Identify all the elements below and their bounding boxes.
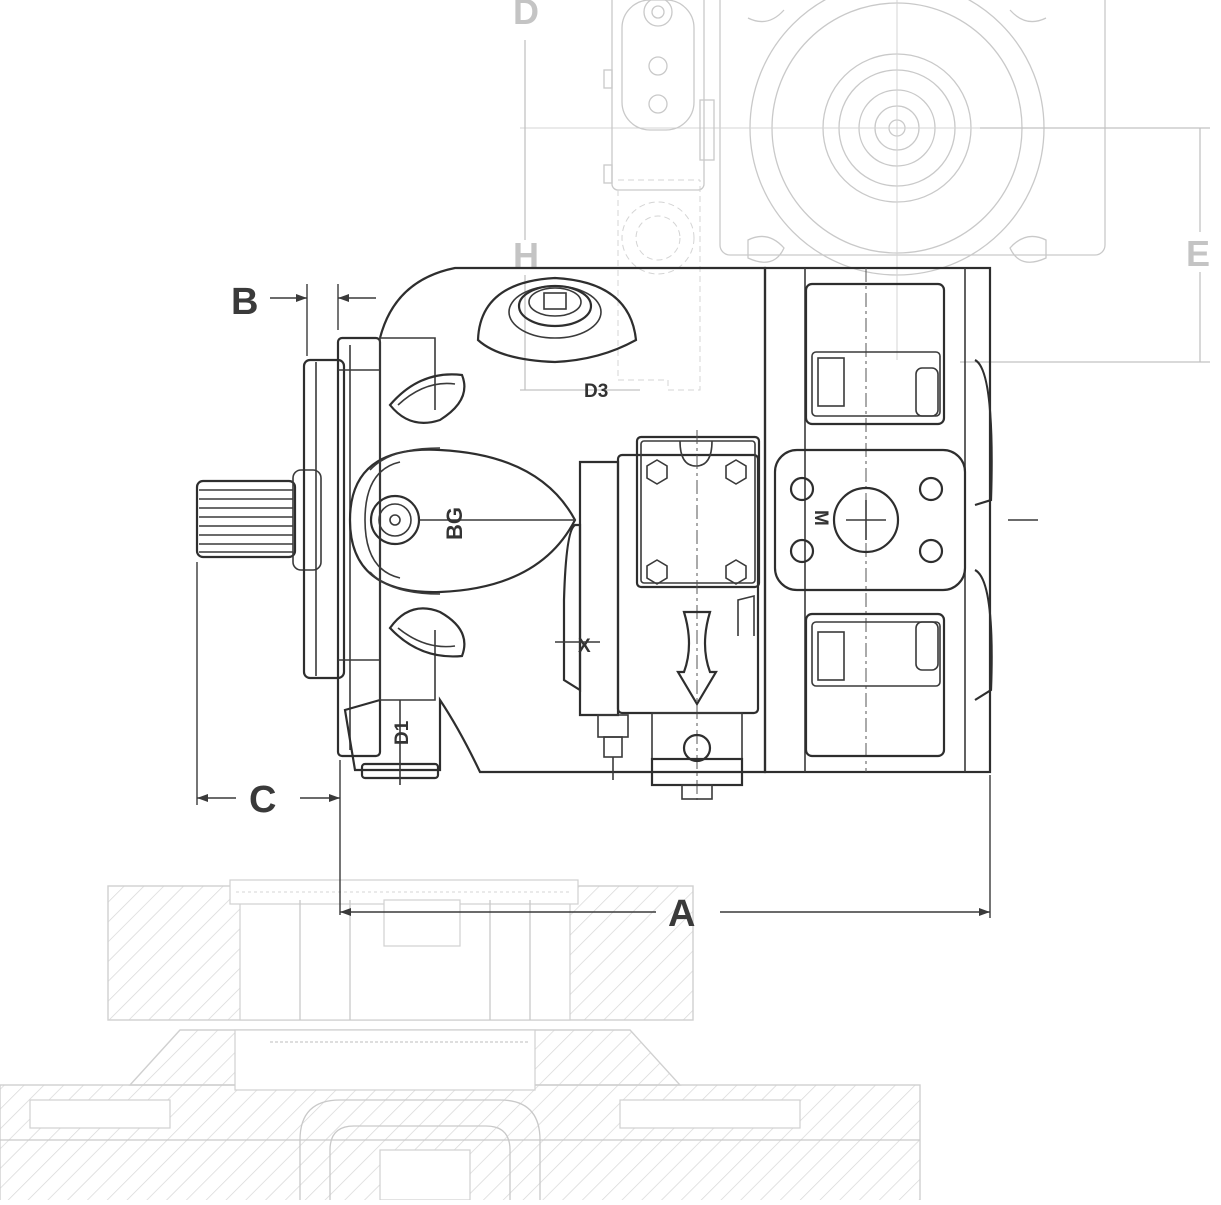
dimension-a: A [340,775,991,935]
dimension-label-c: C [249,779,276,821]
dimension-d-h-ghost: D H [513,0,640,391]
pump-side-view: BG D3 D1 X [195,266,1038,800]
pump-housing [343,266,767,774]
section-view-ghost [0,879,921,1205]
end-view-ghost [520,0,1210,391]
dimension-label-d: D [513,0,539,32]
splined-shaft [195,469,322,571]
port-label-m: M [810,510,831,526]
port-label-d3: D3 [584,381,608,402]
dimension-label-b: B [231,281,258,323]
d1-port: D1 [360,700,440,785]
dimension-label-h: H [513,235,539,276]
rear-port-block: M [763,266,1038,774]
port-label-x: X [578,636,591,657]
dimension-b: B [231,281,376,356]
dimension-e-ghost: E [960,127,1210,363]
dimension-c: C [196,562,341,915]
bg-port [369,494,421,546]
dimension-label-a: A [668,893,695,935]
x-port: X [555,460,629,780]
port-label-bg: BG [442,507,467,540]
port-label-d1: D1 [392,720,413,745]
d3-port: D3 [476,276,638,402]
m-port [832,486,900,554]
control-valve [616,430,761,800]
dimension-label-e: E [1186,233,1210,274]
m-port-flange [773,448,967,592]
